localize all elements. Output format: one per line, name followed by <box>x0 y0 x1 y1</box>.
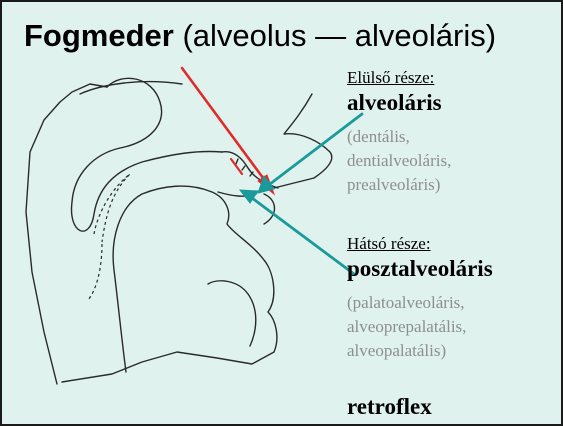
pharynx-dashed-line <box>94 174 130 242</box>
velum-contour <box>72 78 222 231</box>
teal-arrow-back <box>240 190 354 274</box>
back-part-heading: Hátsó része: <box>347 234 431 254</box>
back-part-term: posztalveoláris <box>347 256 493 282</box>
retroflex-term: retroflex <box>347 394 432 420</box>
front-part-term: alveoláris <box>347 90 442 116</box>
front-synonym-3: prealveoláris) <box>347 172 440 197</box>
back-synonym-3: alveopalatális) <box>347 338 446 363</box>
back-synonym-1: (palatoalveoláris, <box>347 290 465 315</box>
jaw-contour <box>208 281 256 346</box>
front-synonym-1: (dentális, <box>347 124 410 149</box>
nasal-cavity-line <box>80 82 182 94</box>
front-synonym-2: dentialveoláris, <box>347 148 451 173</box>
back-synonym-2: alveoprepalatális, <box>347 314 466 339</box>
front-part-heading: Elülső része: <box>347 68 434 88</box>
red-arrow <box>182 68 274 194</box>
head-contour <box>26 84 107 384</box>
velum-dashed-line <box>88 244 102 300</box>
